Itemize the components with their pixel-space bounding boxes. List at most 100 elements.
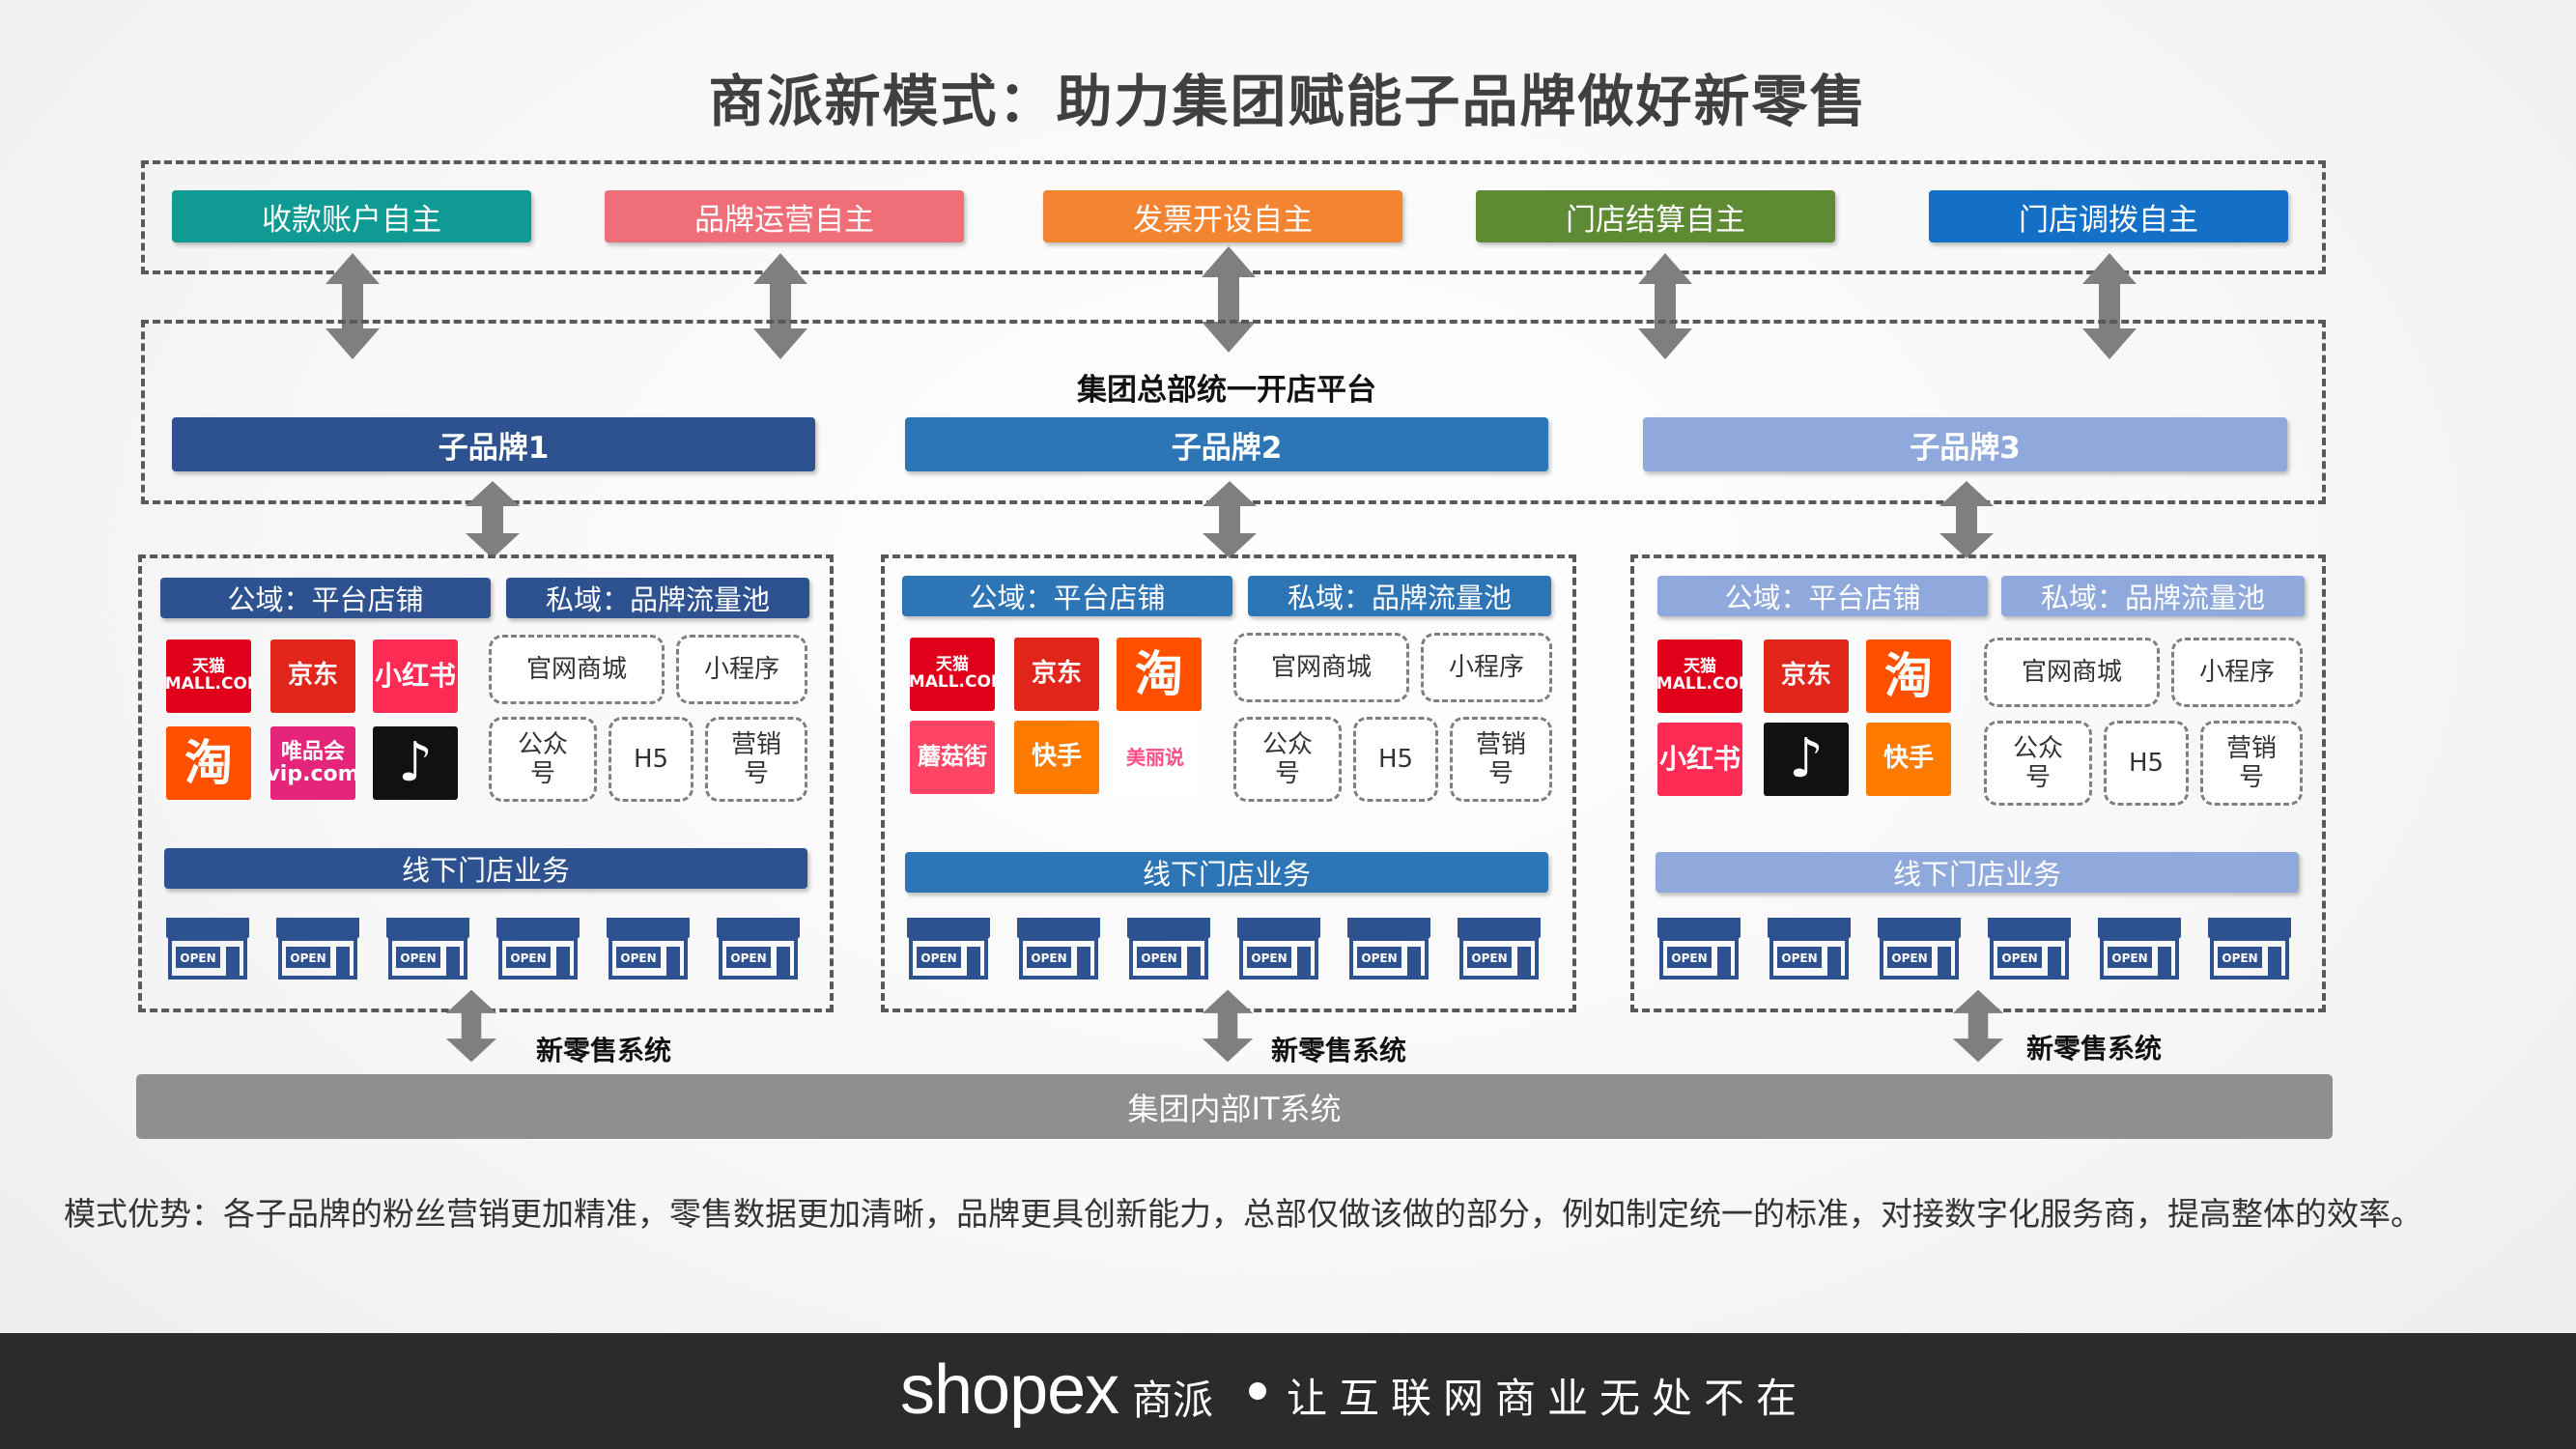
chip-marketing-account: 营销号	[705, 717, 807, 802]
private-domain-label: 私域：品牌流量池	[1248, 576, 1551, 616]
public-domain-label: 公域：平台店铺	[902, 576, 1232, 616]
offline-store-label: 线下门店业务	[164, 848, 807, 889]
svg-text:OPEN: OPEN	[400, 952, 436, 965]
double-arrow-icon	[1638, 253, 1692, 359]
svg-text:OPEN: OPEN	[730, 952, 766, 965]
xiaohongshu-logo: 小红书	[1657, 723, 1742, 796]
store-icon: OPEN	[166, 918, 249, 980]
double-arrow-icon	[445, 989, 497, 1063]
chip-official-account: 公众号	[489, 717, 597, 802]
module-store-transfer: 门店调拨自主	[1929, 190, 2288, 242]
store-icon: OPEN	[907, 918, 990, 980]
store-icon: OPEN	[1878, 918, 1961, 980]
svg-text:OPEN: OPEN	[1031, 952, 1066, 965]
brand-cn: 商派	[1132, 1377, 1214, 1424]
double-arrow-icon	[753, 253, 807, 359]
douyin-logo: ♪	[1764, 723, 1849, 796]
taobao-logo: 淘	[166, 726, 251, 800]
tmall-logo: 天猫 TMALL.COM	[1657, 639, 1742, 713]
chip-official-mall: 官网商城	[489, 635, 665, 704]
svg-text:OPEN: OPEN	[1471, 952, 1507, 965]
footer-bar	[0, 1333, 2576, 1449]
svg-text:OPEN: OPEN	[2222, 952, 2257, 965]
kuaishou-logo: 快手	[1866, 723, 1951, 796]
double-arrow-icon	[1939, 481, 1994, 558]
module-brand-operation: 品牌运营自主	[605, 190, 964, 242]
new-retail-label: 新零售系统	[536, 1035, 672, 1066]
svg-text:OPEN: OPEN	[2111, 952, 2147, 965]
store-row: OPEN OPEN OPEN OPEN OPEN OPEN	[1656, 916, 2299, 981]
double-arrow-icon	[466, 481, 520, 558]
taobao-logo: 淘	[1866, 639, 1951, 713]
mogujie-logo: 蘑菇街	[910, 721, 995, 794]
svg-text:OPEN: OPEN	[920, 952, 956, 965]
new-retail-label: 新零售系统	[1271, 1035, 1407, 1066]
new-retail-label: 新零售系统	[2026, 1033, 2163, 1065]
double-arrow-icon	[1202, 989, 1254, 1063]
svg-text:OPEN: OPEN	[510, 952, 546, 965]
chip-h5: H5	[1353, 717, 1438, 802]
private-domain-label: 私域：品牌流量池	[2001, 576, 2305, 616]
module-payment-account: 收款账户自主	[172, 190, 531, 242]
store-icon: OPEN	[1768, 918, 1851, 980]
separator-dot	[1249, 1382, 1266, 1400]
double-arrow-icon	[1203, 481, 1257, 558]
jd-logo: 京东	[1014, 638, 1099, 711]
store-icon: OPEN	[1347, 918, 1430, 980]
store-row: OPEN OPEN OPEN OPEN OPEN OPEN	[164, 916, 807, 981]
tmall-logo: 天猫 TMALL.COM	[910, 638, 995, 711]
store-icon: OPEN	[2098, 918, 2181, 980]
taobao-logo: 淘	[1117, 638, 1202, 711]
brand-1-bar: 子品牌1	[172, 417, 815, 471]
advantage-note: 模式优势：各子品牌的粉丝营销更加精准，零售数据更加清晰，品牌更具创新能力，总部仅…	[64, 1195, 2422, 1233]
store-icon: OPEN	[717, 918, 800, 980]
module-invoice: 发票开设自主	[1043, 190, 1402, 242]
page-title: 商派新模式：助力集团赋能子品牌做好新零售	[708, 69, 1868, 134]
chip-mini-program: 小程序	[2171, 638, 2303, 707]
tmall-logo: 天猫 TMALL.COM	[166, 639, 251, 713]
chip-official-account: 公众号	[1233, 717, 1342, 802]
platform-group	[141, 320, 2326, 504]
shopex-logo: shopex	[900, 1351, 1119, 1429]
svg-text:OPEN: OPEN	[1361, 952, 1397, 965]
chip-h5: H5	[2104, 721, 2189, 806]
svg-text:OPEN: OPEN	[1251, 952, 1287, 965]
double-arrow-icon	[1202, 246, 1256, 353]
store-icon: OPEN	[276, 918, 359, 980]
vip-logo: 唯品会 vip.com	[270, 726, 355, 800]
svg-text:OPEN: OPEN	[2001, 952, 2037, 965]
store-icon: OPEN	[2208, 918, 2291, 980]
store-icon: OPEN	[496, 918, 580, 980]
brand-2-bar: 子品牌2	[905, 417, 1548, 471]
chip-mini-program: 小程序	[1421, 633, 1552, 702]
offline-store-label: 线下门店业务	[905, 852, 1548, 893]
svg-text:OPEN: OPEN	[180, 952, 215, 965]
meilishuo-logo: 美丽说	[1113, 721, 1198, 794]
brand-3-bar: 子品牌3	[1643, 417, 2287, 471]
double-arrow-icon	[2082, 253, 2137, 359]
svg-text:OPEN: OPEN	[1781, 952, 1817, 965]
svg-text:OPEN: OPEN	[1141, 952, 1176, 965]
svg-text:OPEN: OPEN	[620, 952, 656, 965]
module-store-settlement: 门店结算自主	[1476, 190, 1835, 242]
svg-text:OPEN: OPEN	[1891, 952, 1927, 965]
svg-text:OPEN: OPEN	[1671, 952, 1707, 965]
chip-official-mall: 官网商城	[1233, 633, 1409, 702]
chip-mini-program: 小程序	[676, 635, 807, 704]
store-row: OPEN OPEN OPEN OPEN OPEN OPEN	[905, 916, 1548, 981]
store-icon: OPEN	[1237, 918, 1320, 980]
public-domain-label: 公域：平台店铺	[1657, 576, 1988, 616]
jd-logo: 京东	[1764, 639, 1849, 713]
store-icon: OPEN	[386, 918, 469, 980]
private-domain-label: 私域：品牌流量池	[506, 578, 809, 618]
chip-official-account: 公众号	[1984, 721, 2092, 806]
store-icon: OPEN	[607, 918, 690, 980]
it-system-bar: 集团内部IT系统	[136, 1074, 2333, 1139]
store-icon: OPEN	[1017, 918, 1100, 980]
store-icon: OPEN	[1458, 918, 1541, 980]
xiaohongshu-logo: 小红书	[373, 639, 458, 713]
store-icon: OPEN	[1657, 918, 1741, 980]
douyin-logo: ♪	[373, 726, 458, 800]
kuaishou-logo: 快手	[1014, 721, 1099, 794]
jd-logo: 京东	[270, 639, 355, 713]
